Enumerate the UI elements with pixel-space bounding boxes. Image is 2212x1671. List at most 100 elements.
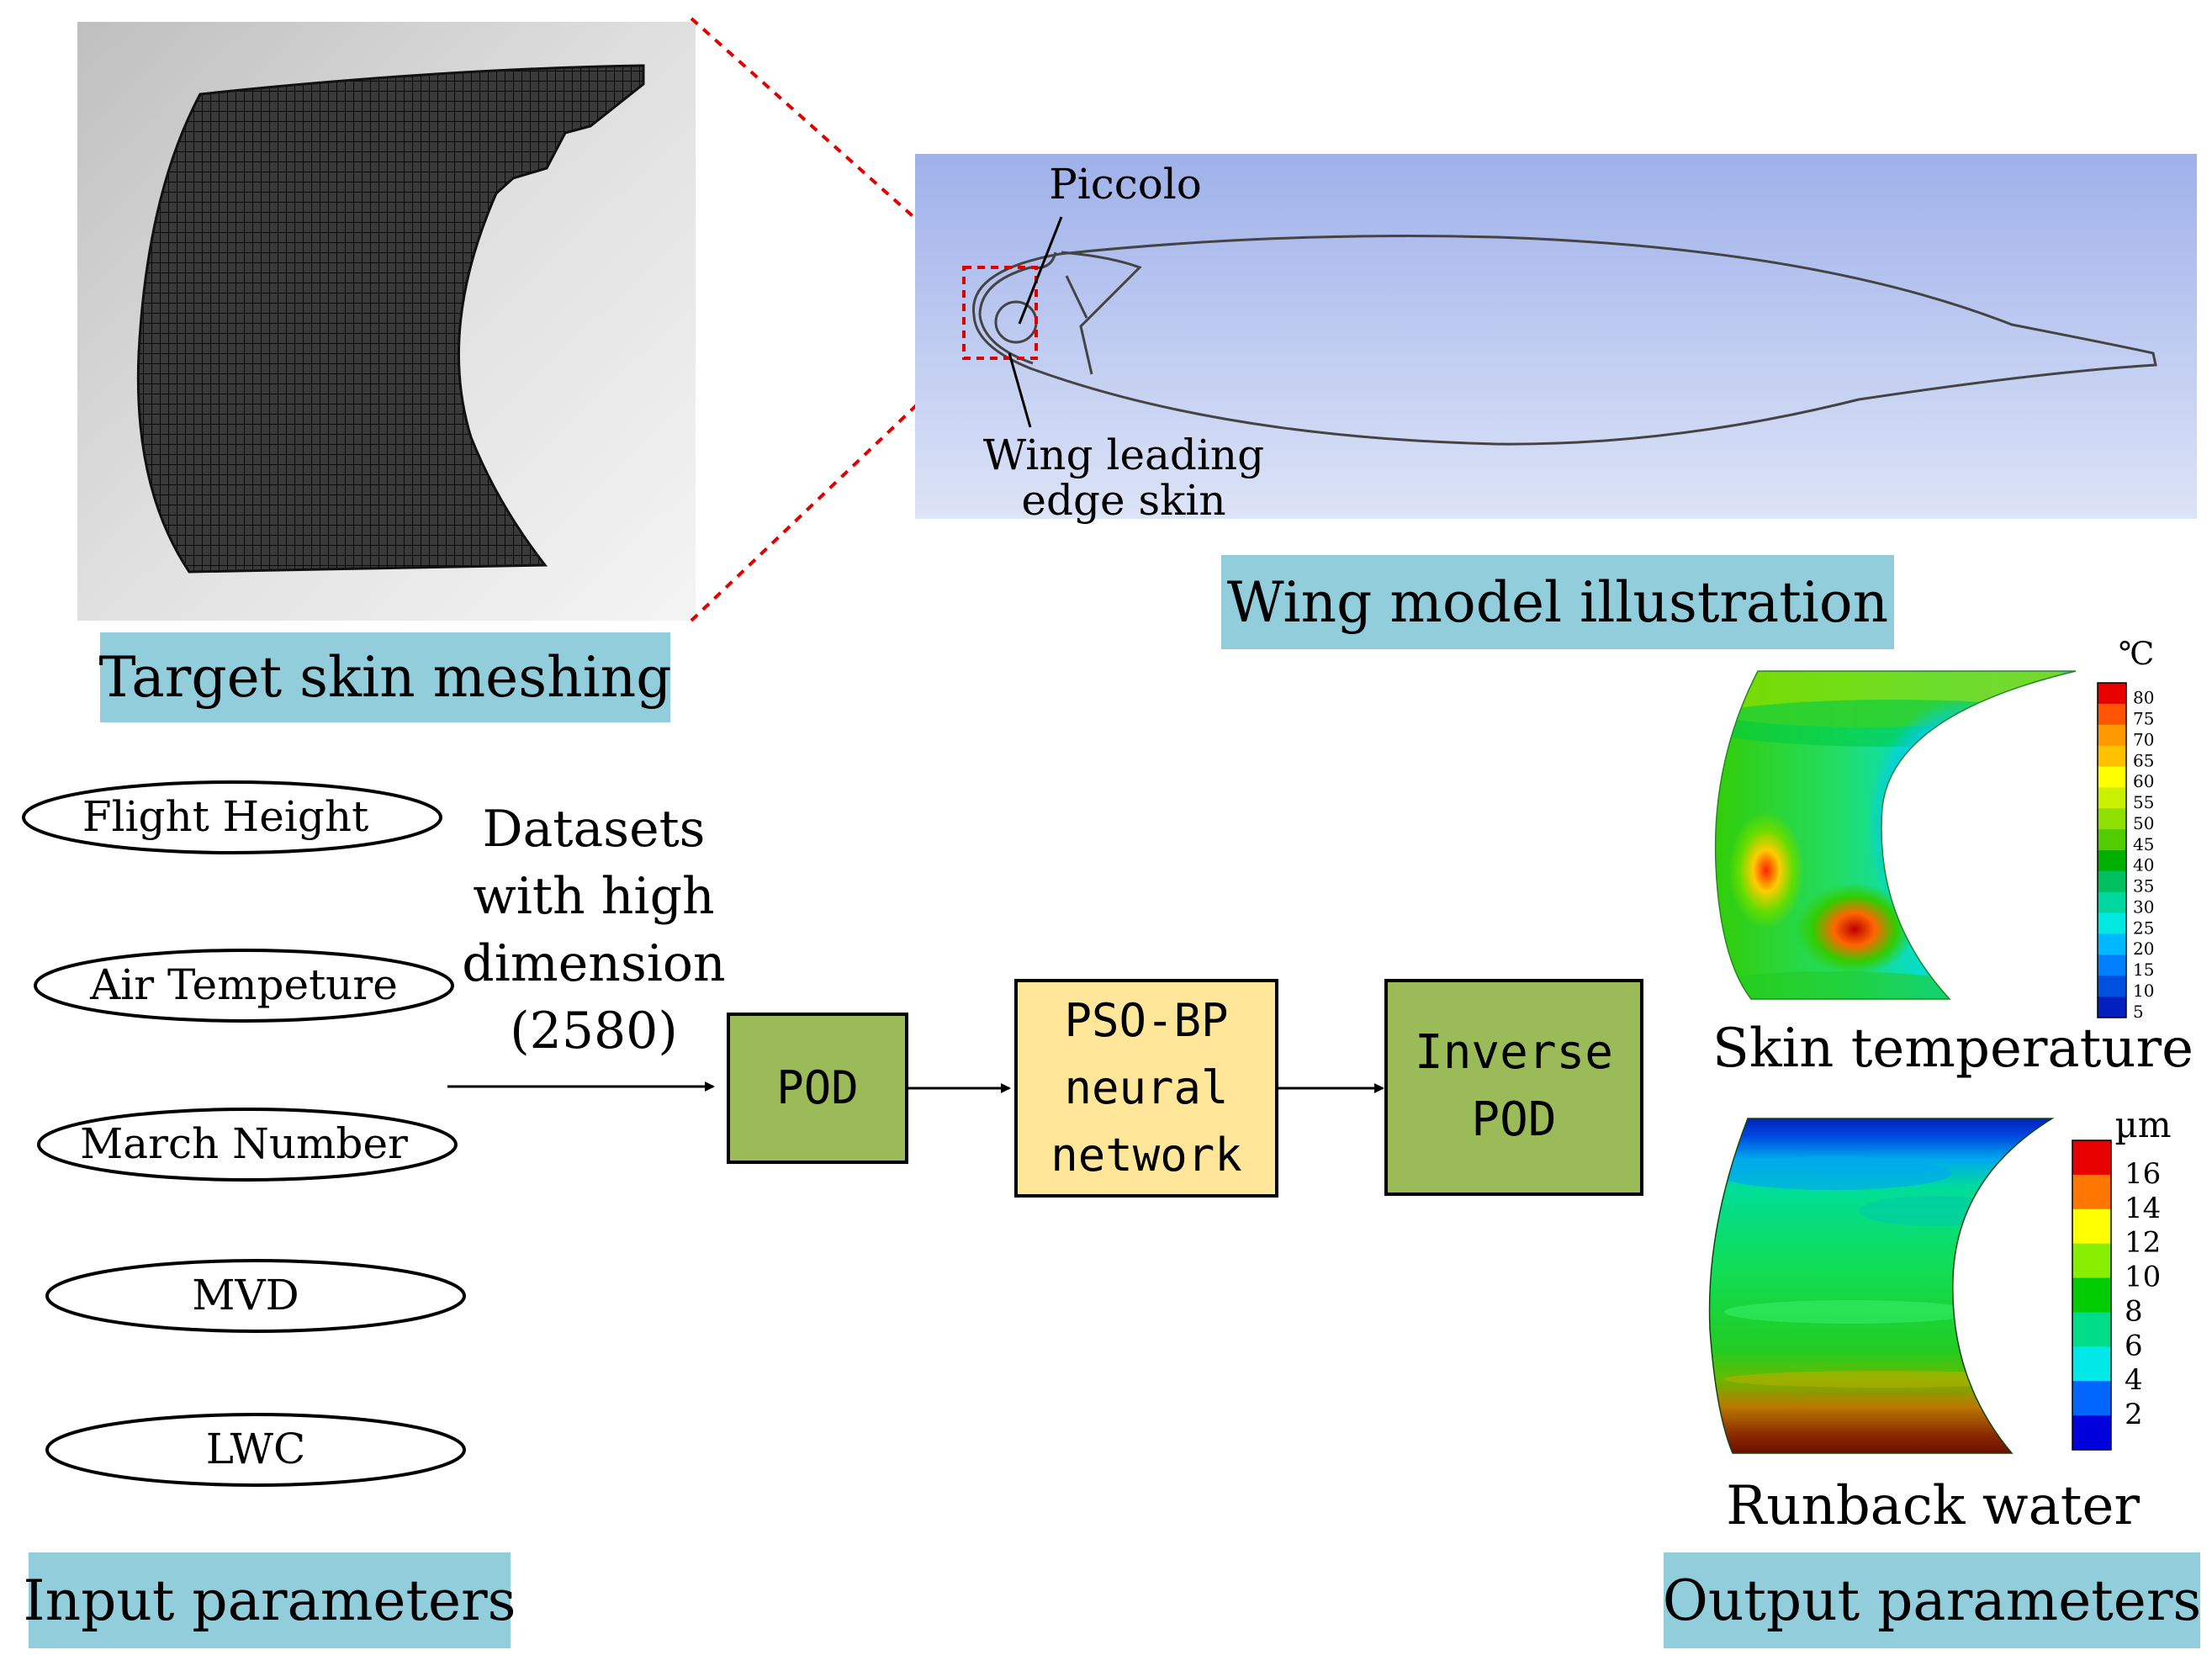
water-legend-tick: 8 xyxy=(2125,1294,2143,1328)
temperature-legend-tick: 80 xyxy=(2133,688,2154,708)
skin-label-line2: edge skin xyxy=(1021,476,1225,525)
temperature-legend-swatch xyxy=(2098,829,2126,851)
input-lwc: LWC xyxy=(206,1425,306,1473)
temperature-legend-tick: 65 xyxy=(2133,750,2154,770)
input-oval-flight-height xyxy=(22,780,442,854)
temperature-legend-tick: 15 xyxy=(2133,960,2154,980)
psobp-box-rect xyxy=(1014,979,1278,1198)
temperature-legend-tick: 45 xyxy=(2133,834,2154,854)
temperature-unit: ℃ xyxy=(2119,635,2155,672)
water-legend-tick: 14 xyxy=(2125,1192,2161,1225)
input-air-temperature: Air Tempeture xyxy=(89,960,398,1009)
inverse-pod-line2: POD xyxy=(1471,1092,1556,1147)
skin-temperature-title: Skin temperature xyxy=(1712,1018,2193,1080)
water-legend-tick: 4 xyxy=(2125,1363,2143,1397)
water-legend-swatch xyxy=(2072,1174,2111,1210)
water-legend-swatch xyxy=(2072,1312,2111,1347)
temperature-legend-tick: 35 xyxy=(2133,876,2154,896)
water-legend-swatch xyxy=(2072,1140,2111,1176)
water-legend-swatch xyxy=(2072,1415,2111,1451)
datasets-line2: with high xyxy=(473,867,714,926)
pod-label: POD xyxy=(776,1061,859,1114)
datasets-line4: (2580) xyxy=(510,1002,678,1060)
pod-box-rect xyxy=(727,1013,908,1164)
wing-model-panel: Piccolo Wing leading edge skin xyxy=(915,154,2197,525)
temperature-legend-tick: 50 xyxy=(2133,813,2154,833)
temperature-legend-swatch xyxy=(2098,997,2126,1018)
input-mach-number: March Number xyxy=(80,1119,408,1168)
inverse-pod-box-rect xyxy=(1384,979,1643,1196)
skin-mesh-surface xyxy=(136,64,645,574)
temperature-legend-tick: 75 xyxy=(2133,709,2154,729)
temperature-legend-swatch xyxy=(2098,787,2126,809)
pod-box: POD xyxy=(727,1013,908,1164)
datasets-line1: Datasets xyxy=(483,800,706,859)
skin-leader xyxy=(1008,352,1032,428)
water-legend-swatch xyxy=(2072,1346,2111,1382)
temperature-legend-tick: 40 xyxy=(2133,855,2154,875)
water-unit: µm xyxy=(2114,1104,2171,1145)
datasets-annotation: Datasets with high dimension (2580) xyxy=(462,800,725,1060)
datasets-line3: dimension xyxy=(462,934,725,993)
input-flight-height: Flight Height xyxy=(82,792,368,841)
temperature-legend-tick: 25 xyxy=(2133,917,2154,938)
wing-model-label: Wing model illustration xyxy=(1221,555,1894,649)
piccolo-label: Piccolo xyxy=(1049,160,1202,209)
inverse-pod-line1: Inverse xyxy=(1415,1025,1613,1080)
runback-water-contour xyxy=(1708,1118,2055,1454)
water-legend-swatch xyxy=(2072,1381,2111,1416)
temperature-legend-swatch xyxy=(2098,683,2126,705)
temperature-legend-tick: 30 xyxy=(2133,896,2154,917)
water-legend-tick: 10 xyxy=(2125,1261,2161,1294)
temperature-legend-tick: 5 xyxy=(2133,1002,2144,1022)
temperature-legend-tick: 20 xyxy=(2133,939,2154,959)
temperature-legend-swatch xyxy=(2098,808,2126,830)
temperature-legend-swatch xyxy=(2098,870,2126,893)
temperature-legend-swatch xyxy=(2098,745,2126,767)
temperature-legend-swatch xyxy=(2098,912,2126,934)
skin-label-line1: Wing leading xyxy=(983,431,1264,479)
output-parameters-label: Output parameters xyxy=(1663,1552,2201,1648)
input-oval-air-temperature xyxy=(34,949,454,1023)
piccolo-leader xyxy=(1018,216,1063,325)
psobp-box: PSO-BP neural network xyxy=(1014,979,1278,1198)
water-legend-tick: 16 xyxy=(2125,1157,2161,1191)
water-legend-tick: 2 xyxy=(2125,1398,2143,1431)
input-oval-lwc xyxy=(45,1413,466,1487)
temperature-legend-tick: 70 xyxy=(2133,729,2154,749)
temperature-legend-swatch xyxy=(2098,933,2126,955)
psobp-line1: PSO-BP xyxy=(1064,994,1228,1047)
temperature-legend-tick: 55 xyxy=(2133,792,2154,812)
water-legend-tick: 12 xyxy=(2125,1226,2161,1260)
temperature-legend-swatch xyxy=(2098,703,2126,726)
input-oval-mach-number xyxy=(37,1108,458,1182)
input-parameters: Flight Height Air Tempeture March Number… xyxy=(22,780,466,1487)
target-skin-meshing-label: Target skin meshing xyxy=(99,632,671,722)
water-legend-swatch xyxy=(2072,1277,2111,1313)
skin-temperature-contour xyxy=(1714,670,2077,1000)
airfoil-outline xyxy=(971,235,2157,446)
psobp-line3: network xyxy=(1050,1129,1242,1182)
runback-water-title: Runback water xyxy=(1726,1475,2140,1537)
input-mvd: MVD xyxy=(192,1271,299,1319)
temperature-legend-swatch xyxy=(2098,891,2126,914)
spar-rib xyxy=(1065,275,1088,319)
temperature-legend-tick: 60 xyxy=(2133,771,2154,791)
inverse-pod-box: Inverse POD xyxy=(1384,979,1643,1196)
temperature-legend-tick: 10 xyxy=(2133,981,2154,1001)
skin-mesh-panel xyxy=(77,22,696,621)
psobp-line2: neural xyxy=(1064,1061,1228,1114)
water-legend-swatch xyxy=(2072,1208,2111,1245)
input-parameters-label: Input parameters xyxy=(24,1552,516,1648)
temperature-legend-swatch xyxy=(2098,954,2126,976)
water-legend-tick: 6 xyxy=(2125,1329,2143,1362)
temperature-legend-swatch xyxy=(2098,850,2126,872)
temperature-legend-swatch xyxy=(2098,724,2126,747)
water-legend-frame xyxy=(2072,1140,2112,1451)
input-oval-mvd xyxy=(45,1259,466,1333)
temperature-legend-frame xyxy=(2097,682,2127,1018)
